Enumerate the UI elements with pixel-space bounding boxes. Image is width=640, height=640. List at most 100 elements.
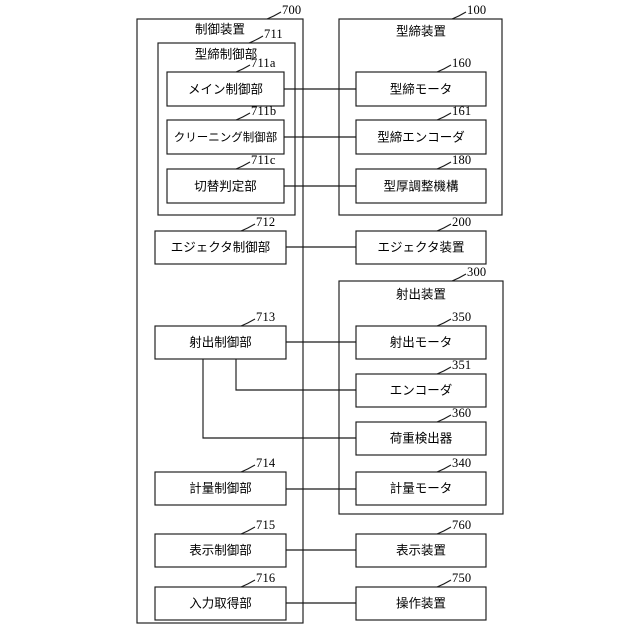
- block-750-label: 操作装置: [396, 595, 446, 610]
- container-711-title: 型締制御部: [195, 46, 258, 61]
- block-340-label: 計量モータ: [390, 480, 453, 495]
- ref-360: 360: [452, 406, 471, 420]
- block-714-rect: [154, 471, 287, 506]
- block-350-rect: [355, 325, 487, 360]
- block-711b-label: クリーニング制御部: [174, 130, 278, 144]
- block-711c-rect: [166, 168, 285, 204]
- container-100-title: 型締装置: [396, 23, 446, 38]
- block-mold-clamp-motor: 型締モータ 160: [355, 56, 487, 107]
- leader-711: [248, 35, 264, 44]
- leader-711b: [235, 112, 251, 121]
- block-cleaning-control-unit: クリーニング制御部 711b: [166, 104, 285, 155]
- block-161-rect: [355, 119, 487, 155]
- leader-350: [436, 318, 452, 327]
- leader-300: [451, 273, 467, 282]
- ref-711a: 711a: [251, 56, 276, 70]
- ref-715: 715: [256, 518, 275, 532]
- block-716-label: 入力取得部: [189, 595, 252, 610]
- container-control-device: 制御装置 700: [136, 3, 304, 624]
- block-mold-clamp-encoder: 型締エンコーダ 161: [355, 104, 487, 155]
- block-main-control-unit: メイン制御部 711a: [166, 56, 285, 107]
- ref-100: 100: [467, 3, 486, 17]
- ref-200: 200: [452, 215, 471, 229]
- block-340-rect: [355, 471, 487, 506]
- leader-713: [240, 318, 256, 327]
- ref-351: 351: [452, 358, 471, 372]
- leader-712: [240, 223, 256, 232]
- connector-713-351: [235, 359, 356, 391]
- block-metering-motor: 計量モータ 340: [355, 456, 487, 506]
- block-713-label: 射出制御部: [189, 334, 252, 349]
- ref-711: 711: [264, 27, 283, 41]
- connection-lines: [202, 88, 356, 604]
- ref-340: 340: [452, 456, 471, 470]
- block-load-detector: 荷重検出器 360: [355, 406, 487, 456]
- block-713-rect: [154, 325, 287, 360]
- block-711c-label: 切替判定部: [194, 178, 257, 193]
- ref-160: 160: [452, 56, 471, 70]
- block-ejector-device: エジェクタ装置 200: [355, 215, 487, 265]
- leader-711a: [235, 64, 251, 73]
- leader-180: [436, 161, 452, 170]
- leader-700: [266, 11, 282, 20]
- leader-715: [240, 526, 256, 535]
- container-300-title: 射出装置: [396, 286, 446, 301]
- block-711b-rect: [166, 119, 285, 155]
- block-operation-device: 操作装置 750: [355, 571, 487, 621]
- ref-716: 716: [256, 571, 275, 585]
- block-200-label: エジェクタ装置: [377, 240, 464, 254]
- ref-711b: 711b: [251, 104, 276, 118]
- leader-714: [240, 464, 256, 473]
- block-ejector-control-unit: エジェクタ制御部 712: [154, 215, 287, 265]
- ref-711c: 711c: [251, 153, 276, 167]
- block-display-control-unit: 表示制御部 715: [154, 518, 287, 568]
- container-mold-clamp-control: 型締制御部 711: [157, 27, 296, 216]
- container-300-rect: [338, 280, 504, 515]
- ref-700: 700: [282, 3, 301, 17]
- block-injection-control-unit: 射出制御部 713: [154, 310, 287, 360]
- ref-713: 713: [256, 310, 275, 324]
- leader-750: [436, 579, 452, 588]
- block-712-rect: [154, 230, 287, 265]
- block-input-acquisition-unit: 入力取得部 716: [154, 571, 287, 621]
- block-715-rect: [154, 533, 287, 568]
- block-351-rect: [355, 373, 487, 408]
- ref-180: 180: [452, 153, 471, 167]
- block-metering-control-unit: 計量制御部 714: [154, 456, 287, 506]
- leader-351: [436, 366, 452, 375]
- ref-161: 161: [452, 104, 471, 118]
- block-160-rect: [355, 71, 487, 107]
- block-360-label: 荷重検出器: [390, 430, 453, 445]
- block-160-label: 型締モータ: [390, 81, 453, 96]
- block-360-rect: [355, 421, 487, 456]
- ref-712: 712: [256, 215, 275, 229]
- ref-760: 760: [452, 518, 471, 532]
- leader-161: [436, 112, 452, 121]
- leader-360: [436, 414, 452, 423]
- leader-200: [436, 223, 452, 232]
- leader-160: [436, 64, 452, 73]
- block-711a-label: メイン制御部: [188, 81, 263, 96]
- block-716-rect: [154, 586, 287, 621]
- connector-713-360: [202, 359, 356, 439]
- block-711a-rect: [166, 71, 285, 107]
- ref-350: 350: [452, 310, 471, 324]
- block-715-label: 表示制御部: [189, 542, 252, 557]
- block-760-rect: [355, 533, 487, 568]
- block-injection-encoder: エンコーダ 351: [355, 358, 487, 408]
- block-injection-motor: 射出モータ 350: [355, 310, 487, 360]
- block-760-label: 表示装置: [396, 543, 446, 557]
- block-714-label: 計量制御部: [189, 480, 252, 495]
- block-mold-thickness-adjustment-mechanism: 型厚調整機構 180: [355, 153, 487, 204]
- container-injection-device: 射出装置 300: [338, 265, 504, 515]
- block-712-label: エジェクタ制御部: [171, 239, 271, 254]
- container-100-rect: [338, 18, 503, 216]
- block-180-label: 型厚調整機構: [383, 178, 459, 193]
- block-display-device: 表示装置 760: [355, 518, 487, 568]
- leader-716: [240, 579, 256, 588]
- block-351-label: エンコーダ: [390, 382, 453, 397]
- block-180-rect: [355, 168, 487, 204]
- container-711-rect: [157, 42, 296, 216]
- block-750-rect: [355, 586, 487, 621]
